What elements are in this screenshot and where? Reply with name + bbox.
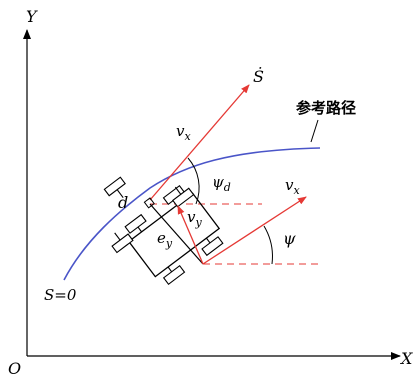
psi-d-base: ψ [212, 173, 224, 191]
reference-path-curve [63, 147, 321, 281]
vy-vehicle-label: vy [187, 208, 202, 229]
path-axle-3 [114, 232, 121, 241]
reference-path-label: 参考路径 [296, 99, 356, 117]
axle-rear-right [167, 266, 173, 273]
psi-arc [263, 225, 273, 265]
psi-d-label: ψd [212, 173, 231, 194]
ey-base: e [157, 229, 166, 247]
vx-vehicle-arrow [202, 196, 307, 265]
ey-line [149, 203, 204, 265]
path-axle-2 [174, 186, 182, 195]
vx-path-sub: x [184, 130, 191, 143]
s-dot-arrow [149, 84, 250, 201]
d-label: d [118, 193, 128, 212]
y-axis-label: Y [26, 7, 38, 26]
path-axle-1 [116, 189, 124, 198]
vx-path-label: vx [176, 122, 191, 143]
s-zero-label: S=0 [44, 286, 77, 304]
ey-sub: y [165, 237, 173, 250]
ey-label: ey [157, 229, 173, 250]
path-wheel-3 [111, 233, 134, 254]
vy-vehicle-base: v [187, 208, 196, 226]
axle-rear-left [137, 226, 143, 233]
x-axis-label: X [399, 349, 413, 368]
vx-path-base: v [176, 122, 185, 140]
reference-path-leader [310, 119, 319, 143]
vx-vehicle-base: v [285, 176, 294, 194]
axle-front-right [205, 237, 211, 244]
origin-label: O [8, 359, 21, 378]
vx-vehicle-label: vx [285, 176, 300, 197]
vehicle-body [127, 192, 221, 278]
vx-vehicle-sub: x [293, 184, 300, 197]
vy-vehicle-sub: y [194, 216, 202, 229]
vy-vehicle-arrow [177, 205, 204, 265]
psi-d-sub: d [224, 181, 231, 194]
psi-label: ψ [283, 229, 296, 248]
path-vehicle [103, 176, 195, 254]
s-dot-label: Ṡ [253, 66, 264, 86]
